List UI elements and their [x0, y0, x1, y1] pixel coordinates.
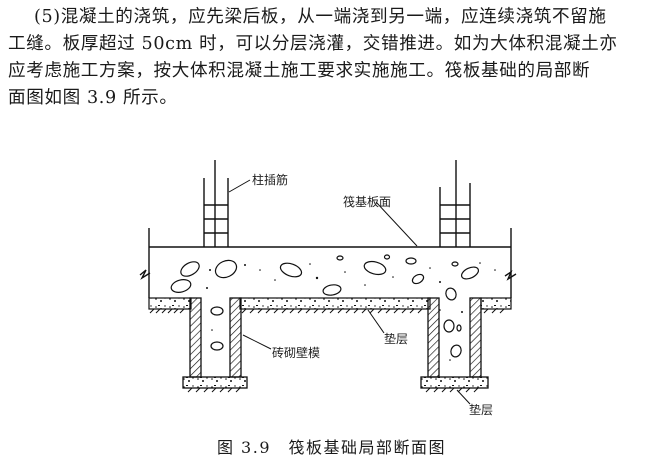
- right-beam: [420, 297, 489, 393]
- concrete-specks: [206, 262, 496, 361]
- label-cushion-mid: 垫层: [384, 332, 409, 346]
- label-column-rebar: 柱插筋: [252, 173, 289, 187]
- left-beam: [182, 297, 248, 393]
- figure-caption: 图 3.9 筏板基础局部断面图: [216, 438, 447, 457]
- left-column-rebar: [203, 160, 229, 247]
- label-cushion-bottom: 垫层: [469, 403, 494, 417]
- label-raft-top: 筏基板面: [343, 195, 392, 209]
- paragraph-line: 面图如图 3.9 所示。: [8, 88, 178, 108]
- concrete-aggregate: [170, 254, 480, 358]
- right-column-rebar: [439, 160, 471, 247]
- label-brick-formwork: 砖砌壁模: [272, 346, 321, 360]
- slab-cushion-layer: [148, 297, 512, 310]
- paragraph-line: 应考虑施工方案，按大体积混凝土施工要求实施施工。筏板基础的局部断: [8, 61, 591, 81]
- leader-lines: [228, 179, 471, 405]
- body-paragraph: (5)混凝土的浇筑，应先梁后板，从一端浇到另一端，应连续浇筑不留施 工缝。板厚超…: [8, 4, 658, 112]
- paragraph-line: (5)混凝土的浇筑，应先梁后板，从一端浇到另一端，应连续浇筑不留施: [34, 7, 607, 27]
- raft-slab: [139, 228, 517, 298]
- paragraph-line: 工缝。板厚超过 50cm 时，可以分层浇灌，交错推进。如为大体积混凝土亦: [8, 34, 618, 54]
- ground-hatch: [149, 308, 505, 314]
